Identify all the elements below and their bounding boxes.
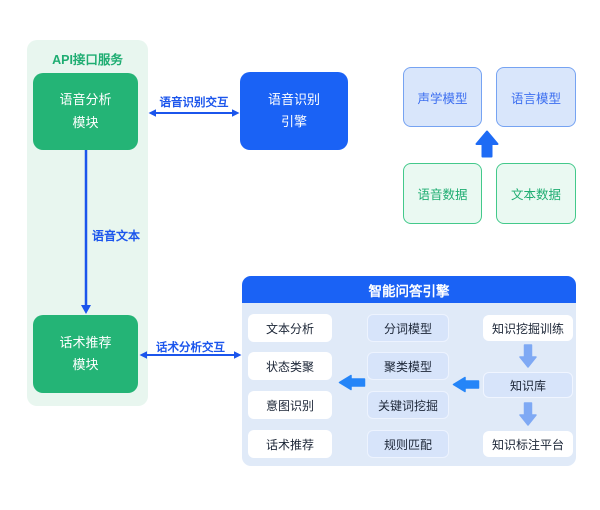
voice-data-box: 语音数据 bbox=[403, 163, 482, 224]
voice-analysis-module-box: 语音分析 模块 bbox=[33, 73, 138, 150]
knowledge-flow-arrow-down-icon bbox=[519, 344, 537, 368]
api-service-title: API接口服务 bbox=[52, 53, 123, 67]
speech-recognition-interaction-label: 语音识别交互 bbox=[159, 97, 229, 109]
knowledge-mining-training-box: 知识挖掘训练 bbox=[483, 315, 573, 341]
language-model-box: 语言模型 bbox=[496, 67, 576, 127]
knowledge-base-box: 知识库 bbox=[483, 372, 573, 398]
qa-engine-header: 智能问答引擎 bbox=[242, 276, 576, 303]
script-recommend-module-box: 话术推荐 模块 bbox=[33, 315, 138, 393]
knowledge-to-mid-arrow-left-icon bbox=[452, 376, 480, 393]
text-analysis-box: 文本分析 bbox=[248, 314, 332, 342]
speech-recognition-double-arrow-icon bbox=[148, 109, 240, 117]
text-data-box: 文本数据 bbox=[496, 163, 576, 224]
voice-text-arrow-down-icon bbox=[81, 150, 91, 314]
state-clustering-box: 状态类聚 bbox=[248, 352, 332, 380]
voice-text-label: 语音文本 bbox=[92, 229, 141, 243]
script-analysis-double-arrow-icon bbox=[139, 351, 242, 359]
mid-to-left-arrow-left-icon bbox=[338, 374, 366, 391]
intent-recognition-box: 意图识别 bbox=[248, 391, 332, 419]
word-segmentation-model-box: 分词模型 bbox=[367, 314, 449, 342]
clustering-model-box: 聚类模型 bbox=[367, 352, 449, 380]
knowledge-annotation-platform-box: 知识标注平台 bbox=[483, 431, 573, 457]
data-to-model-arrow-up-icon bbox=[475, 130, 499, 158]
keyword-mining-box: 关键词挖掘 bbox=[367, 391, 449, 419]
speech-recognition-engine-box: 语音识别 引擎 bbox=[240, 72, 348, 150]
qa-engine-panel: 智能问答引擎 文本分析 状态类聚 意图识别 话术推荐 分词模型 聚类模型 关键词… bbox=[242, 276, 576, 466]
knowledge-flow-arrow-down-icon bbox=[519, 402, 537, 426]
script-analysis-interaction-label: 话术分析交互 bbox=[156, 342, 225, 354]
script-recommendation-box: 话术推荐 bbox=[248, 430, 332, 458]
acoustic-model-box: 声学模型 bbox=[403, 67, 482, 127]
rule-matching-box: 规则匹配 bbox=[367, 430, 449, 458]
